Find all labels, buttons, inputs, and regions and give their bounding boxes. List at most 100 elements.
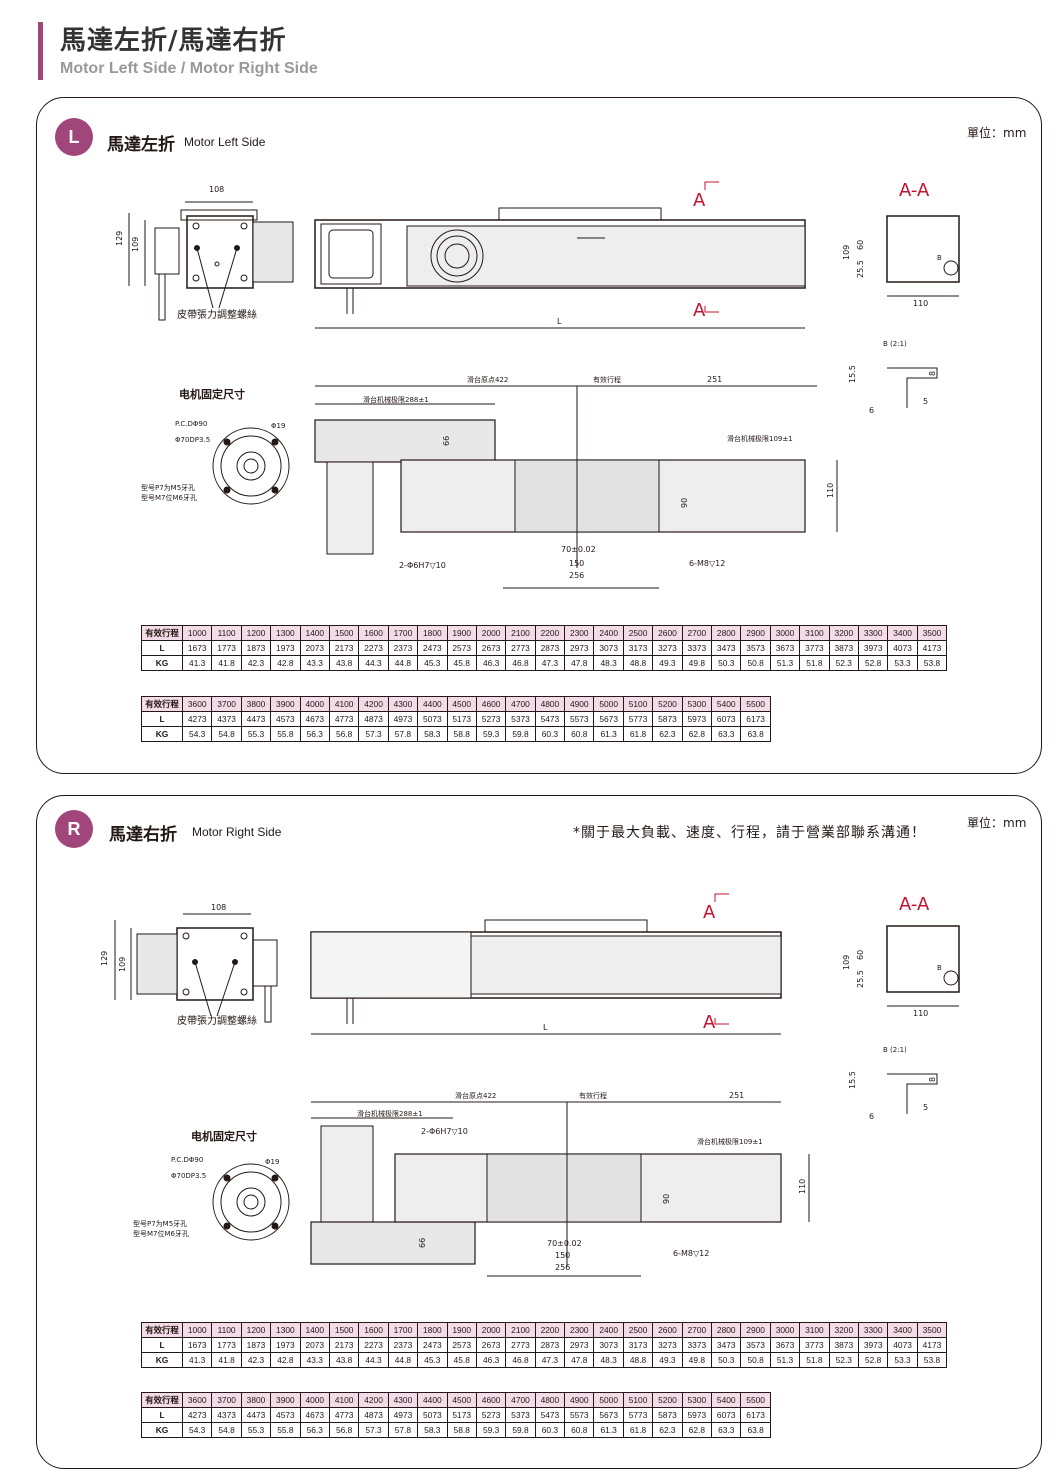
table-cell: 45.8 <box>446 655 477 671</box>
table-cell: 3973 <box>857 1337 889 1353</box>
dim-256: 256 <box>569 571 584 580</box>
table-cell: 4873 <box>358 1407 389 1423</box>
model-m7-label: 型号M7位M6牙孔 <box>141 493 197 502</box>
table-cell: 49.8 <box>681 1352 713 1368</box>
table-cell: 4573 <box>270 711 301 727</box>
row-label: KG <box>141 655 183 671</box>
table-cell: 1673 <box>181 640 213 656</box>
table-cell: 45.8 <box>446 1352 477 1368</box>
table-cell: 3973 <box>857 640 889 656</box>
mech-limit-288: 滑台机械极限288±1 <box>357 1109 423 1118</box>
table-cell: 4400 <box>417 696 448 712</box>
phi19-label: Φ19 <box>271 422 285 430</box>
table-cell: 4973 <box>387 1407 419 1423</box>
table-cell: 4300 <box>387 1392 419 1408</box>
table-cell: 5400 <box>711 1392 742 1408</box>
table-cell: 3573 <box>740 640 771 656</box>
table-cell: 5473 <box>534 711 566 727</box>
table-cell: 3200 <box>828 625 859 641</box>
table-cell: 2700 <box>681 1322 713 1338</box>
table-cell: 5273 <box>475 1407 507 1423</box>
dim-108: 108 <box>211 903 226 912</box>
table-cell: 6173 <box>740 711 771 727</box>
table-cell: 48.8 <box>622 655 654 671</box>
table-cell: 63.8 <box>740 726 771 742</box>
table-cell: 47.3 <box>534 655 566 671</box>
table-cell: 2500 <box>622 1322 654 1338</box>
drawing-motor-right: 108 129 109 皮帶張力調整螺絲 L A A A-A 109 60 25… <box>100 893 960 1277</box>
belt-label: 皮帶張力調整螺絲 <box>177 308 257 321</box>
table-cell: 52.8 <box>857 1352 889 1368</box>
row-label: L <box>141 711 183 727</box>
phi19-label: Φ19 <box>265 1158 279 1166</box>
table-cell: 4800 <box>534 1392 566 1408</box>
table-cell: 1100 <box>211 1322 242 1338</box>
header-accent-bar <box>38 22 43 80</box>
panel-title: 馬達左折 <box>107 135 175 155</box>
table-cell: 5373 <box>505 711 536 727</box>
dim-L: L <box>543 1023 548 1032</box>
contact-note: *關于最大負載、速度、行程，請于營業部聯系溝通！ <box>573 825 926 841</box>
table-cell: 2673 <box>475 1337 507 1353</box>
table-cell: 3473 <box>711 1337 742 1353</box>
table-cell: 1900 <box>446 625 477 641</box>
table-cell: 57.3 <box>358 1422 389 1438</box>
table-cell: 1773 <box>211 1337 242 1353</box>
table-cell: 4200 <box>358 1392 389 1408</box>
table-cell: 4000 <box>299 696 330 712</box>
table-cell: 45.3 <box>417 655 448 671</box>
table-cell: 2973 <box>564 1337 595 1353</box>
table-cell: 61.3 <box>593 1422 624 1438</box>
table-cell: 46.3 <box>475 1352 507 1368</box>
table-cell: 46.3 <box>475 655 507 671</box>
table-cell: 42.8 <box>270 655 301 671</box>
table-cell: 5500 <box>740 1392 771 1408</box>
table-cell: 58.8 <box>446 1422 477 1438</box>
table-cell: 6173 <box>740 1407 771 1423</box>
dim-90: 90 <box>680 498 689 508</box>
aa-110: 110 <box>913 1009 928 1018</box>
table-cell: 5000 <box>593 696 624 712</box>
table-cell: 2200 <box>534 625 566 641</box>
table-cell: 2473 <box>417 1337 448 1353</box>
table-cell: 59.8 <box>505 726 536 742</box>
table-cell: 5873 <box>652 1407 683 1423</box>
dim-108: 108 <box>209 185 224 194</box>
panel-subtitle: Motor Left Side <box>184 135 266 149</box>
model-p7-label: 型号P7为M5牙孔 <box>141 483 195 492</box>
table-cell: 5673 <box>593 711 624 727</box>
table-cell: 1973 <box>270 640 301 656</box>
detail-b-profile <box>887 367 938 408</box>
table-cell: 3100 <box>799 625 830 641</box>
row-label: L <box>141 1407 183 1423</box>
table-cell: 5173 <box>446 711 477 727</box>
table-cell: 62.3 <box>652 726 683 742</box>
table-cell: 5173 <box>446 1407 477 1423</box>
arrow-a-bottom: A <box>693 300 706 321</box>
table-cell: 4200 <box>358 696 389 712</box>
table-cell: 3900 <box>270 696 301 712</box>
arrow-a-top: A <box>703 902 716 923</box>
aa-110: 110 <box>913 299 928 308</box>
table-cell: 56.8 <box>328 1422 360 1438</box>
table-cell: 63.3 <box>711 1422 742 1438</box>
table-cell: 4073 <box>887 1337 918 1353</box>
table-cell: 3173 <box>622 1337 654 1353</box>
table-cell: 1773 <box>211 640 242 656</box>
table-cell: 4700 <box>505 1392 536 1408</box>
mech-limit-288: 滑台机械极限288±1 <box>363 395 429 404</box>
aa-109: 109 <box>842 955 851 970</box>
table-cell: 4673 <box>299 711 330 727</box>
table-cell: 58.3 <box>417 726 448 742</box>
page-subtitle: Motor Left Side / Motor Right Side <box>60 60 318 77</box>
page-title: 馬達左折/馬達右折 <box>60 26 287 56</box>
table-cell: 51.8 <box>799 1352 830 1368</box>
dim-70: 70±0.02 <box>547 1239 582 1248</box>
table-cell: 42.8 <box>270 1352 301 1368</box>
table-cell: 2300 <box>564 1322 595 1338</box>
table-cell: 2400 <box>593 625 624 641</box>
table-cell: 4700 <box>505 696 536 712</box>
table-cell: 3473 <box>711 640 742 656</box>
